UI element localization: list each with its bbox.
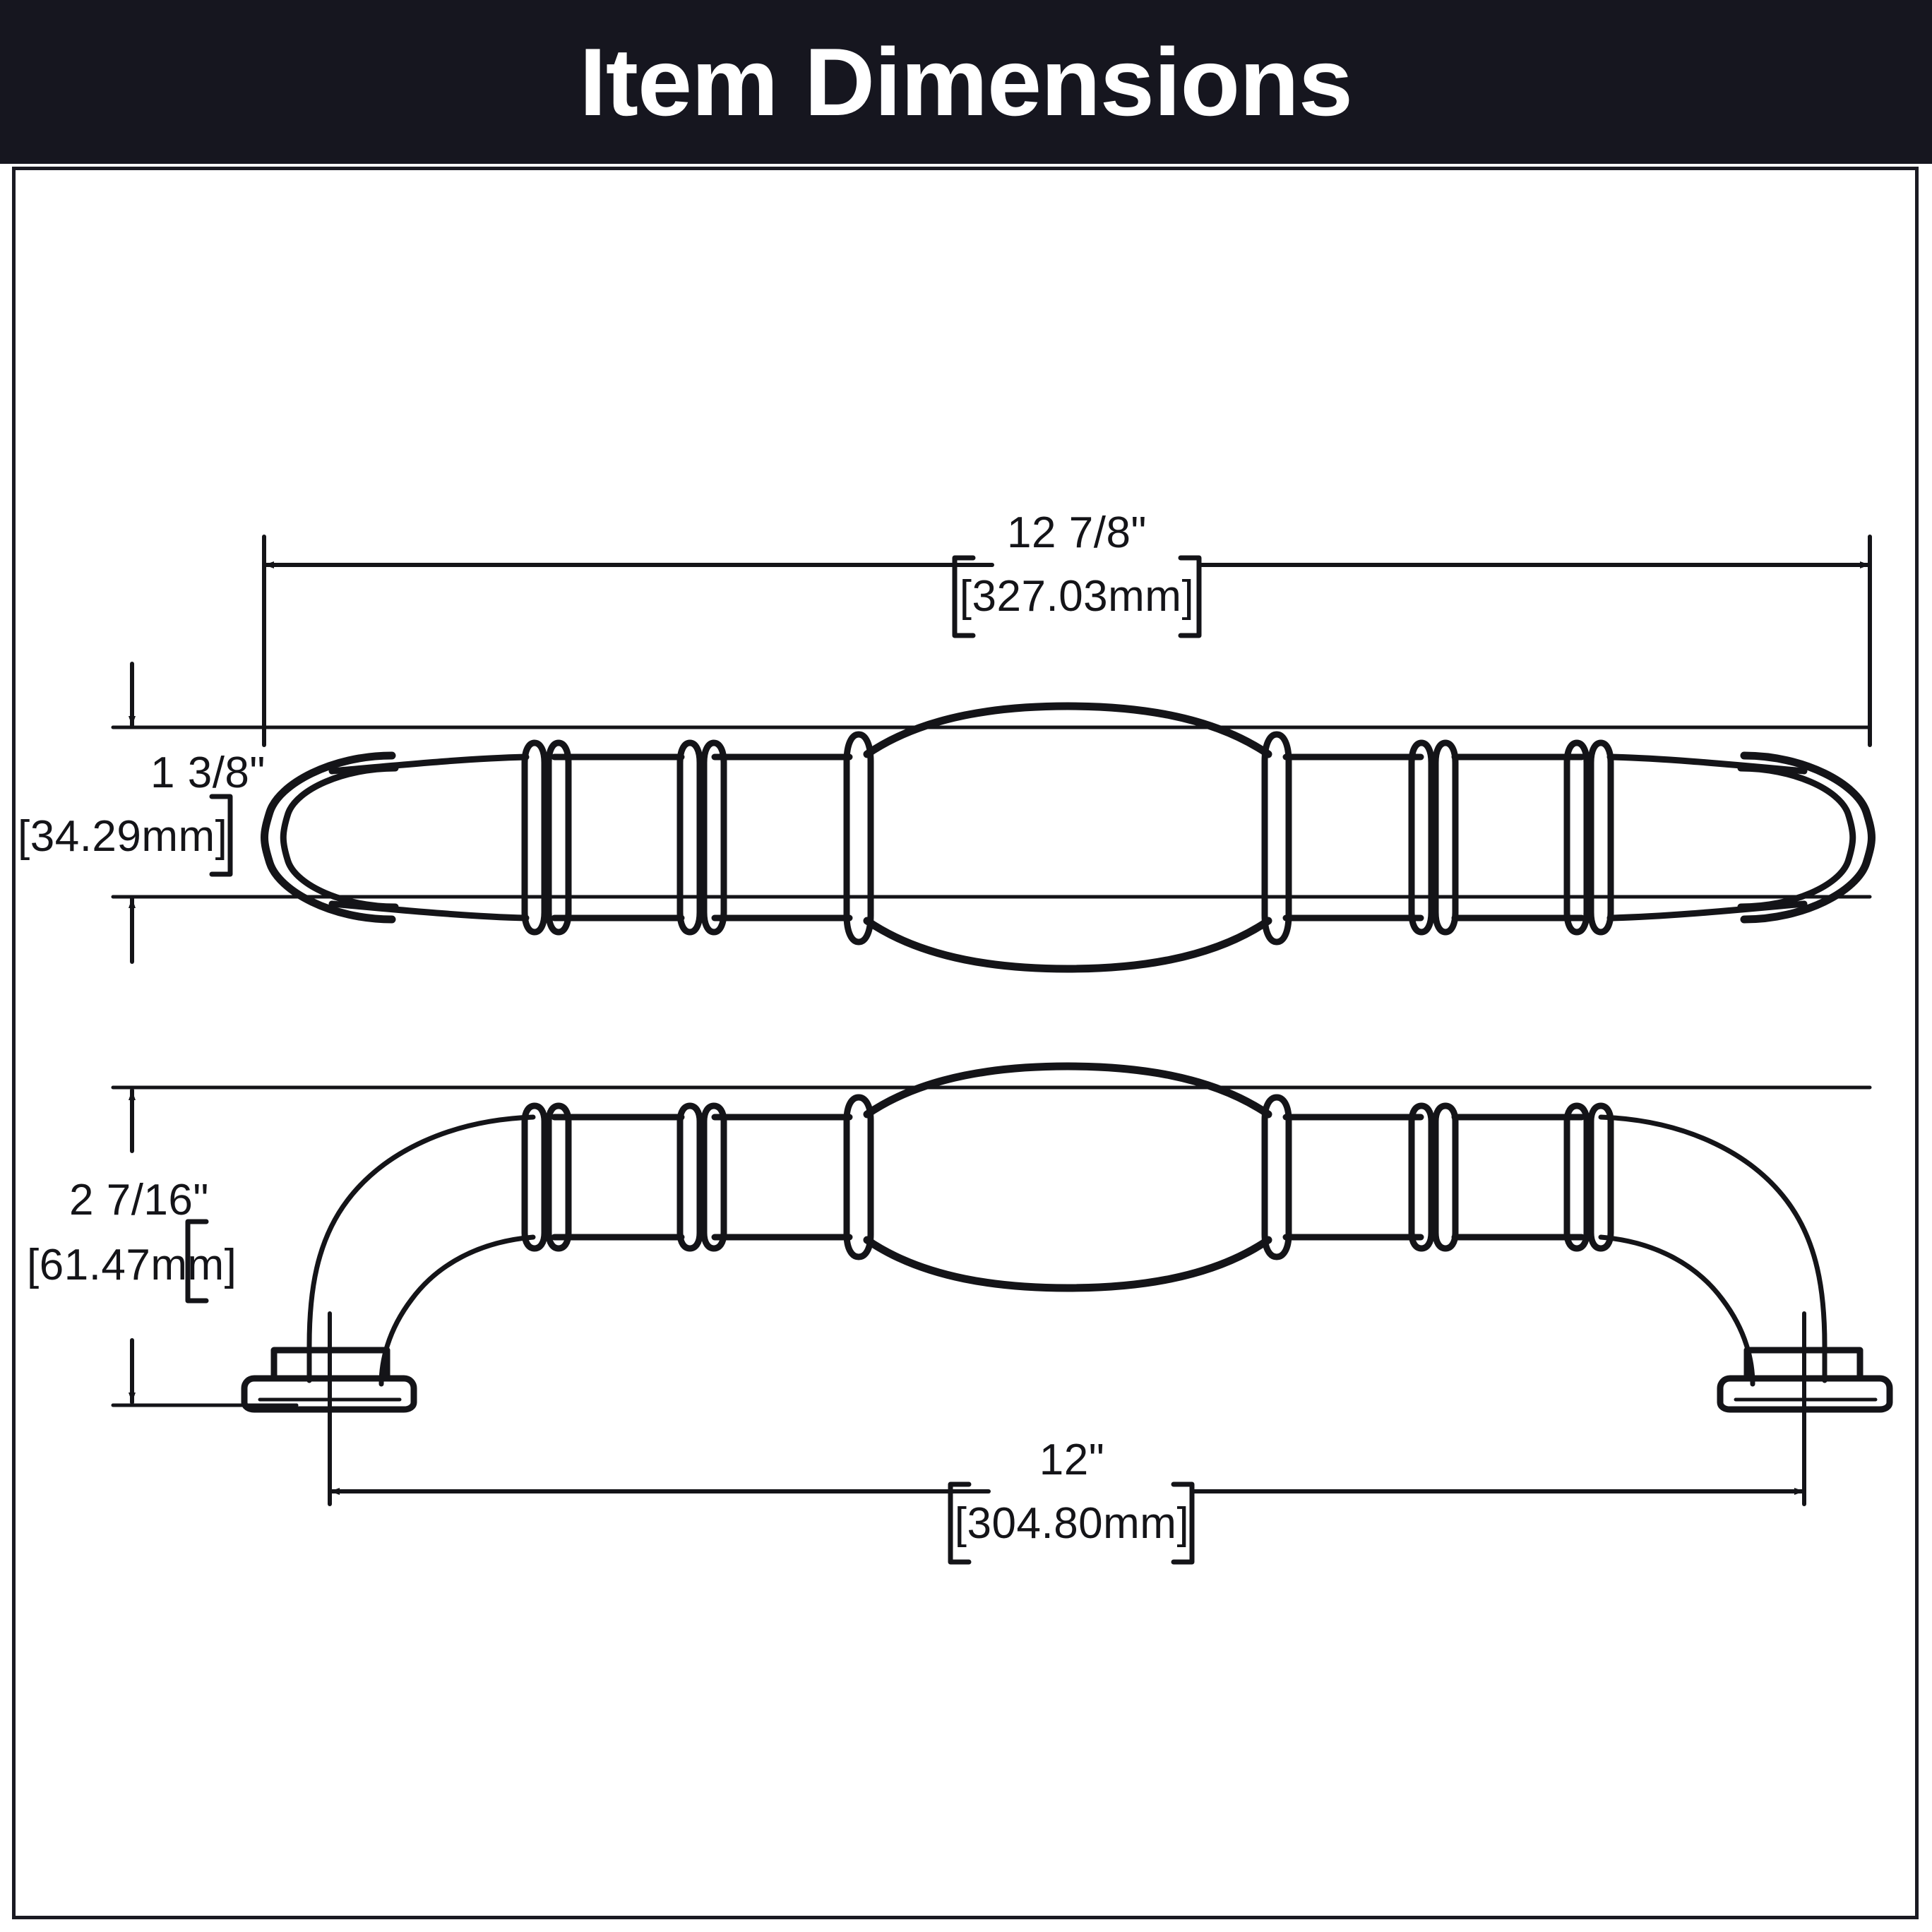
page-title: Item Dimensions [579, 28, 1354, 136]
header-banner: Item Dimensions [0, 0, 1932, 164]
drawing-frame [12, 167, 1919, 1919]
